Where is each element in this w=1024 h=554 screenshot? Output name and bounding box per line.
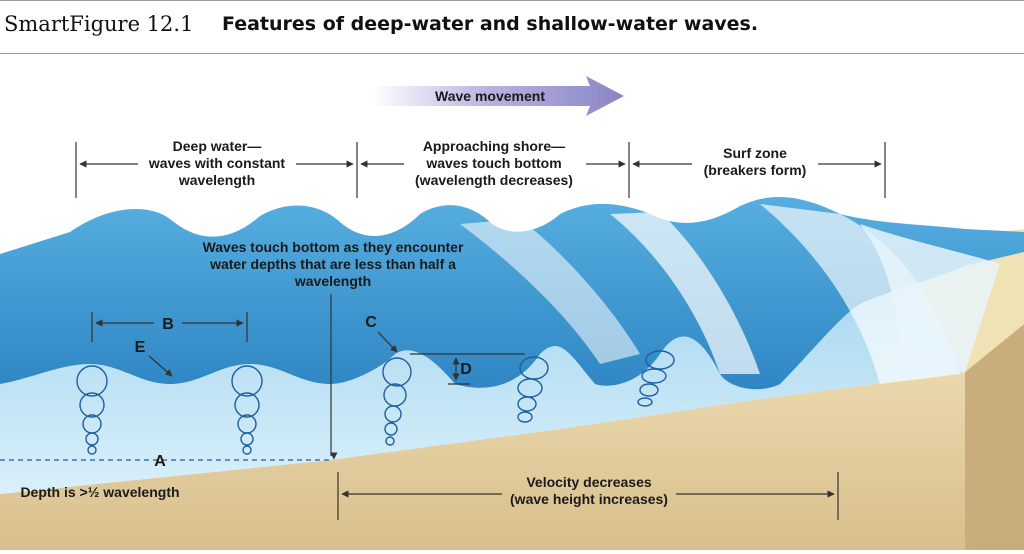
svg-text:Velocity decreases: Velocity decreases (526, 474, 652, 490)
figure-number: SmartFigure 12.1 (4, 12, 194, 36)
wave-movement-label: Wave movement (435, 88, 545, 104)
svg-text:wavelength: wavelength (178, 172, 255, 188)
svg-text:Deep water—: Deep water— (173, 138, 262, 154)
wave-movement-arrow: Wave movement (372, 76, 624, 116)
label-d: D (460, 361, 472, 378)
svg-text:water depths that are less tha: water depths that are less than half a (209, 256, 456, 272)
touch-bottom-note: Waves touch bottom as they encounter wat… (203, 239, 464, 460)
velocity-note: Velocity decreases (wave height increase… (337, 472, 839, 520)
depth-note: Depth is >½ wavelength (20, 484, 179, 500)
svg-text:Approaching shore—: Approaching shore— (423, 138, 565, 154)
wave-diagram: Wave movement Deep water— waves with con… (0, 76, 1024, 550)
surf-zone-label: Surf zone (breakers form) (704, 145, 807, 178)
svg-text:Surf zone: Surf zone (723, 145, 787, 161)
label-c-pointer (377, 331, 398, 353)
wave-surface (0, 196, 1024, 390)
label-b: B (162, 316, 174, 333)
svg-text:(wave height increases): (wave height increases) (510, 491, 668, 507)
zone-dimension-lines (75, 142, 886, 198)
label-a: A (154, 453, 166, 470)
svg-text:Waves touch bottom as they enc: Waves touch bottom as they encounter (203, 239, 464, 255)
svg-text:(wavelength decreases): (wavelength decreases) (415, 172, 573, 188)
svg-text:waves with constant: waves with constant (148, 155, 285, 171)
label-e: E (135, 339, 146, 356)
approaching-shore-label: Approaching shore— waves touch bottom (w… (415, 138, 573, 188)
wavelength-b (91, 312, 248, 342)
wave-height-d (410, 353, 525, 385)
svg-text:waves touch bottom: waves touch bottom (425, 155, 561, 171)
deep-water-label: Deep water— waves with constant waveleng… (148, 138, 285, 188)
label-c: C (365, 314, 377, 331)
label-e-pointer (148, 355, 173, 377)
wave-orbits (76, 350, 675, 455)
figure-title: Features of deep-water and shallow-water… (222, 13, 759, 35)
figure-header: SmartFigure 12.1 Features of deep-water … (0, 0, 1024, 54)
svg-text:wavelength: wavelength (294, 273, 371, 289)
svg-text:(breakers form): (breakers form) (704, 162, 807, 178)
